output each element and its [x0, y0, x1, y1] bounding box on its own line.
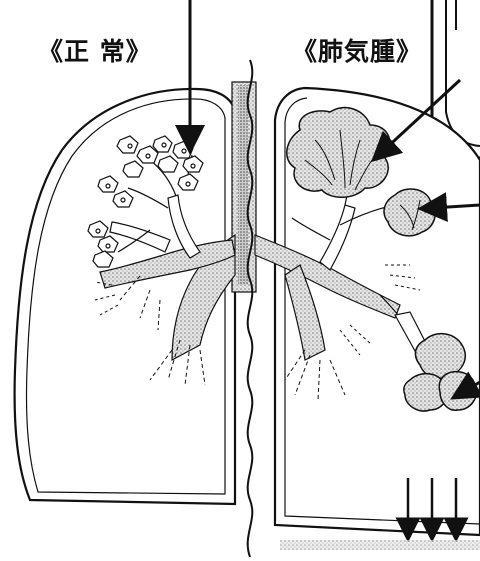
- emphysema-label: 《肺気腫》: [292, 32, 422, 68]
- diaphragm: [280, 540, 480, 550]
- normal-label: 《正 常》: [38, 32, 152, 68]
